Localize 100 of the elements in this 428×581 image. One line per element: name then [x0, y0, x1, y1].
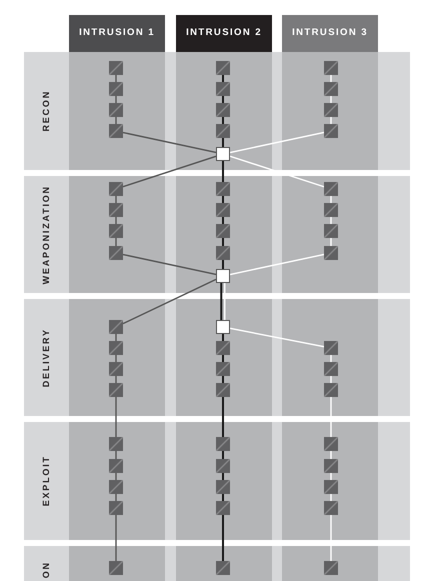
phase-label: ON [40, 561, 52, 579]
hatched-square [324, 341, 338, 355]
connector-line [222, 96, 224, 103]
connector-line [222, 515, 224, 561]
connector-line [330, 376, 332, 383]
hatched-square [324, 501, 338, 515]
hatched-square [109, 437, 123, 451]
hatched-square [216, 103, 230, 117]
hatched-square [109, 561, 123, 575]
connector-line [222, 217, 224, 224]
hatched-square [216, 459, 230, 473]
hatched-square [109, 383, 123, 397]
connector-line [115, 238, 117, 246]
connector-line [122, 278, 216, 324]
hatched-square [324, 561, 338, 575]
connector-line [330, 238, 332, 246]
connector-line [330, 473, 332, 480]
hatched-square [324, 362, 338, 376]
hatched-square [216, 341, 230, 355]
hatched-square [109, 362, 123, 376]
phase-band [24, 299, 410, 416]
connector-line [222, 117, 224, 124]
connector-line [222, 161, 224, 182]
hatched-square [109, 224, 123, 238]
connector-line [230, 156, 324, 188]
hatched-square [216, 203, 230, 217]
connector-line [222, 260, 224, 269]
connector-line [222, 334, 224, 341]
connector-line [115, 355, 117, 362]
hatched-square [216, 501, 230, 515]
hatched-square [216, 124, 230, 138]
hatched-square [216, 246, 230, 260]
hatched-square [109, 103, 123, 117]
hatched-square [324, 224, 338, 238]
connector-line [330, 96, 332, 103]
hatched-square [324, 383, 338, 397]
hatched-square [216, 437, 230, 451]
phase-band [24, 422, 410, 540]
hatched-square [216, 182, 230, 196]
hatched-square [109, 459, 123, 473]
connector-line [115, 376, 117, 383]
hatched-square [109, 501, 123, 515]
phase-label: DELIVERY [40, 328, 52, 388]
connector-line [115, 451, 117, 459]
column-header: INTRUSION 3 [282, 15, 378, 52]
connector-line [330, 355, 332, 362]
connector-line [330, 217, 332, 224]
connector-line [222, 138, 224, 147]
hatched-square [324, 459, 338, 473]
column-header: INTRUSION 1 [69, 15, 165, 52]
connector-line [115, 196, 117, 203]
hatched-square [109, 61, 123, 75]
connector-line [330, 117, 332, 124]
connector-line [122, 132, 216, 154]
hatched-square [324, 246, 338, 260]
connector-line [122, 156, 216, 188]
connector-line [330, 494, 332, 501]
connector-line [330, 515, 332, 561]
connector-line [330, 451, 332, 459]
connector-line [230, 132, 324, 154]
connector-line [115, 217, 117, 224]
hatched-square [216, 224, 230, 238]
hatched-square [324, 480, 338, 494]
junction-square [216, 147, 230, 161]
connector-line [330, 196, 332, 203]
hatched-square [216, 561, 230, 575]
connector-line [222, 355, 224, 362]
hatched-square [216, 480, 230, 494]
connector-line [230, 328, 324, 348]
hatched-square [324, 103, 338, 117]
connector-line [222, 238, 224, 246]
connector-line [222, 376, 224, 383]
connector-line [330, 75, 332, 82]
connector-line [222, 451, 224, 459]
phase-band [24, 176, 410, 293]
connector-line [115, 75, 117, 82]
hatched-square [324, 437, 338, 451]
connector-line [220, 283, 222, 320]
hatched-square [324, 124, 338, 138]
hatched-square [109, 203, 123, 217]
connector-line [122, 254, 216, 276]
connector-line [222, 196, 224, 203]
hatched-square [109, 341, 123, 355]
connector-line [222, 473, 224, 480]
column-header: INTRUSION 2 [176, 15, 272, 52]
connector-line [224, 283, 226, 320]
hatched-square [109, 182, 123, 196]
connector-line [115, 473, 117, 480]
hatched-square [324, 61, 338, 75]
junction-square [216, 320, 230, 334]
hatched-square [109, 82, 123, 96]
phase-label: EXPLOIT [40, 455, 52, 507]
hatched-square [216, 82, 230, 96]
phase-band [24, 52, 410, 170]
connector-line [115, 334, 117, 341]
connector-line [115, 515, 117, 561]
connector-line [330, 397, 332, 437]
hatched-square [324, 203, 338, 217]
hatched-square [216, 61, 230, 75]
connector-line [222, 397, 224, 437]
